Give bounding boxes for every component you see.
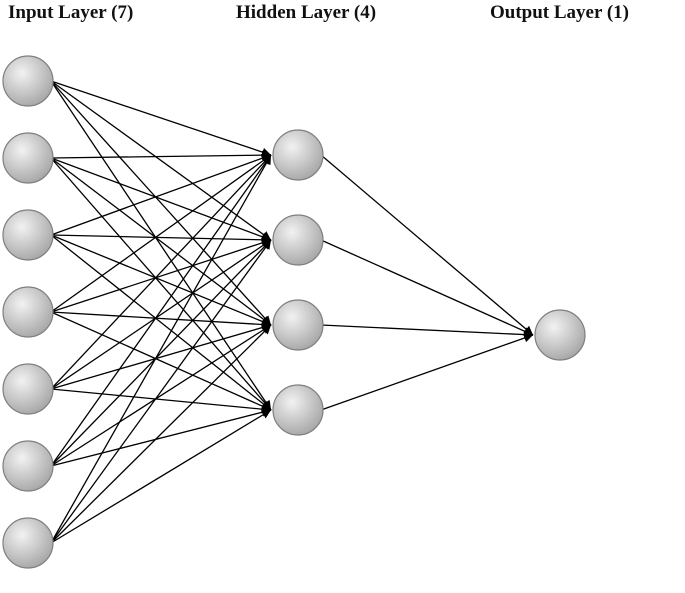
connection-hidden-3-to-output-1 [320, 324, 534, 340]
connection-input-5-to-hidden-2 [50, 239, 272, 390]
connection-input-4-to-hidden-1 [50, 154, 272, 313]
connection-hidden-4-to-output-1 [320, 333, 534, 411]
output-node-1 [534, 309, 586, 361]
connection-input-4-to-hidden-2 [50, 238, 272, 313]
hidden-layer-title: Hidden Layer (4) [236, 2, 377, 23]
connection-input-2-to-hidden-4 [50, 157, 272, 411]
connection-input-2-to-hidden-3 [50, 157, 272, 326]
connection-input-4-to-hidden-3 [50, 311, 272, 329]
connection-input-6-to-hidden-3 [50, 324, 272, 467]
connection-input-6-to-hidden-4 [50, 407, 272, 467]
input-node-3 [2, 209, 54, 261]
connection-hidden-2-to-output-1 [320, 239, 534, 336]
connection-input-6-to-hidden-2 [50, 239, 272, 467]
connection-input-1-to-hidden-2 [50, 80, 272, 241]
output-layer-title: Output Layer (1) [490, 2, 629, 23]
connection-input-5-to-hidden-4 [50, 388, 272, 414]
connection-input-1-to-hidden-1 [50, 80, 272, 157]
connection-input-7-to-hidden-3 [50, 324, 272, 544]
connection-input-1-to-hidden-3 [50, 80, 272, 326]
connection-input-2-to-hidden-1 [50, 150, 272, 160]
connection-input-7-to-hidden-1 [50, 154, 272, 544]
hidden-node-1 [272, 129, 324, 181]
connection-input-3-to-hidden-2 [50, 234, 272, 245]
input-node-2 [2, 132, 54, 184]
connection-input-5-to-hidden-3 [50, 323, 272, 390]
connection-input-2-to-hidden-2 [50, 157, 272, 242]
connection-hidden-1-to-output-1 [320, 154, 534, 336]
connection-input-1-to-hidden-4 [50, 80, 272, 411]
connection-input-4-to-hidden-4 [50, 311, 272, 411]
hidden-node-3 [272, 299, 324, 351]
neurons [2, 55, 586, 569]
connection-input-6-to-hidden-1 [50, 154, 272, 467]
input-node-7 [2, 517, 54, 569]
input-node-4 [2, 286, 54, 338]
input-node-1 [2, 55, 54, 107]
connection-input-3-to-hidden-4 [50, 234, 272, 411]
connections [50, 80, 534, 544]
connection-input-7-to-hidden-4 [50, 409, 272, 544]
connection-input-5-to-hidden-1 [50, 154, 272, 390]
connection-input-7-to-hidden-2 [50, 239, 272, 544]
input-node-6 [2, 440, 54, 492]
hidden-node-2 [272, 214, 324, 266]
connection-input-3-to-hidden-1 [50, 153, 272, 236]
connection-input-3-to-hidden-3 [50, 234, 272, 326]
input-node-5 [2, 363, 54, 415]
hidden-node-4 [272, 384, 324, 436]
input-layer-title: Input Layer (7) [8, 2, 134, 23]
